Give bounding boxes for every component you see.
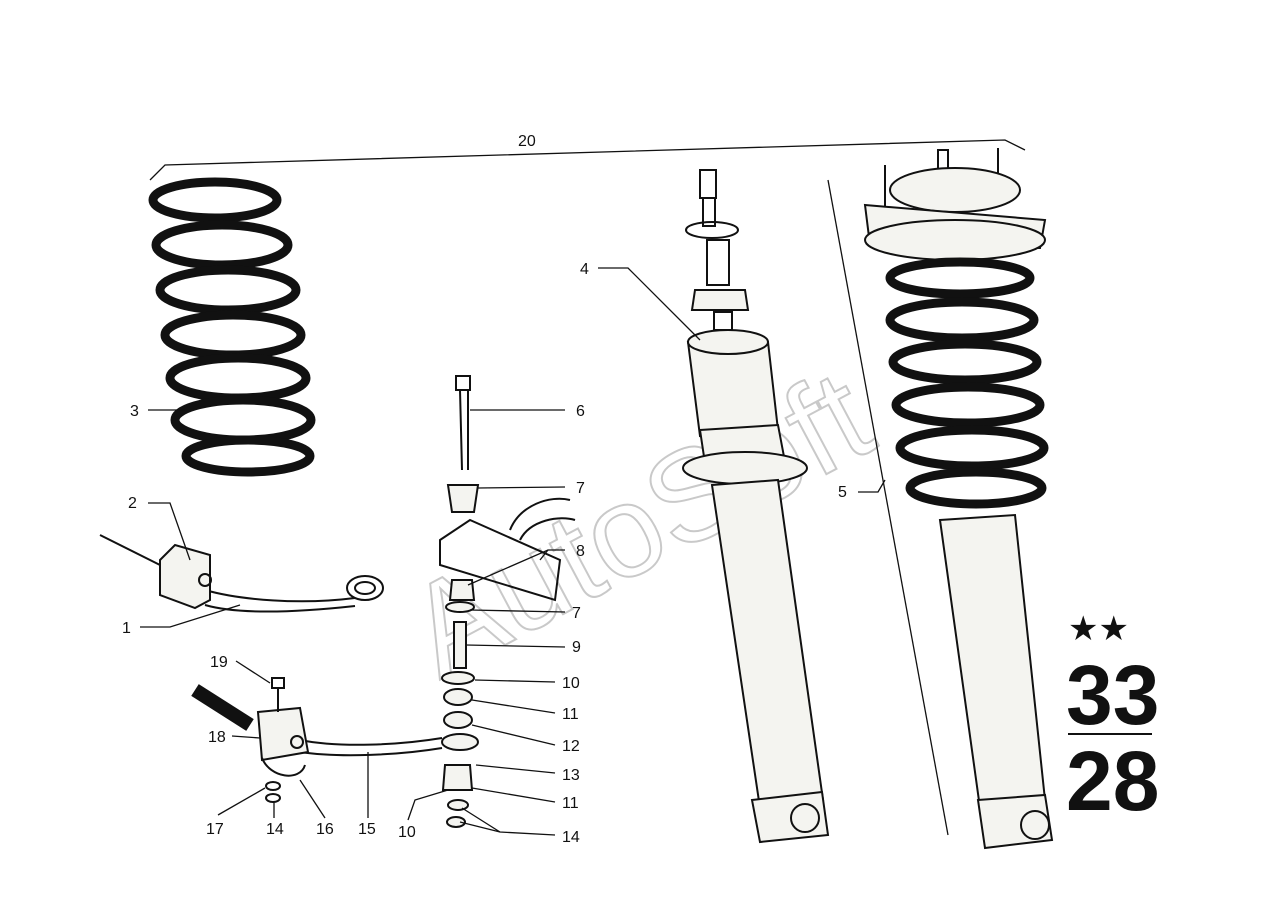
callout-8: 8 xyxy=(576,543,585,560)
leader-lines xyxy=(140,267,886,836)
callout-10b: 10 xyxy=(398,824,416,841)
callout-5: 5 xyxy=(838,484,847,501)
callout-3: 3 xyxy=(130,403,139,420)
strut-assembly xyxy=(827,148,1054,850)
shock-absorber xyxy=(682,169,830,844)
mounting-bracket-sketch xyxy=(439,497,576,602)
callout-2: 2 xyxy=(128,495,137,512)
stabilizer-bar-upper xyxy=(99,534,384,613)
bushing-stack xyxy=(441,484,480,828)
callout-1: 1 xyxy=(122,620,131,637)
callout-14a: 14 xyxy=(266,821,284,838)
callout-16: 16 xyxy=(316,821,334,838)
callout-labels: 20 3 2 1 4 6 7 8 7 9 10 11 12 13 11 14 1… xyxy=(122,133,847,846)
stabilizer-bar-lower xyxy=(191,684,443,757)
callout-13: 13 xyxy=(562,767,580,784)
callout-14b: 14 xyxy=(562,829,580,846)
callout-11a: 11 xyxy=(562,706,579,723)
callout-4: 4 xyxy=(580,261,589,278)
group-number-bottom: 28 xyxy=(1066,734,1159,828)
callout-12: 12 xyxy=(562,738,580,755)
coil-spring xyxy=(148,177,316,477)
rubber-mount-2 xyxy=(159,543,212,610)
callout-17: 17 xyxy=(206,821,224,838)
rubber-mount-18 xyxy=(256,677,310,803)
callout-7a: 7 xyxy=(576,480,585,497)
group-number-top: 33 xyxy=(1066,648,1159,742)
assembly-bracket-20 xyxy=(149,139,1026,181)
link-bolt-6 xyxy=(455,375,471,471)
callout-18: 18 xyxy=(208,729,226,746)
callout-10a: 10 xyxy=(562,675,580,692)
callout-6: 6 xyxy=(576,403,585,420)
star-icons: ★★ xyxy=(1068,609,1129,649)
group-number-block: ★★ 33 28 xyxy=(1066,609,1159,828)
callout-9: 9 xyxy=(572,639,581,656)
callout-7b: 7 xyxy=(572,605,581,622)
callout-19: 19 xyxy=(210,654,228,671)
callout-15: 15 xyxy=(358,821,376,838)
callout-11b: 11 xyxy=(562,795,579,812)
callout-20: 20 xyxy=(518,133,536,150)
